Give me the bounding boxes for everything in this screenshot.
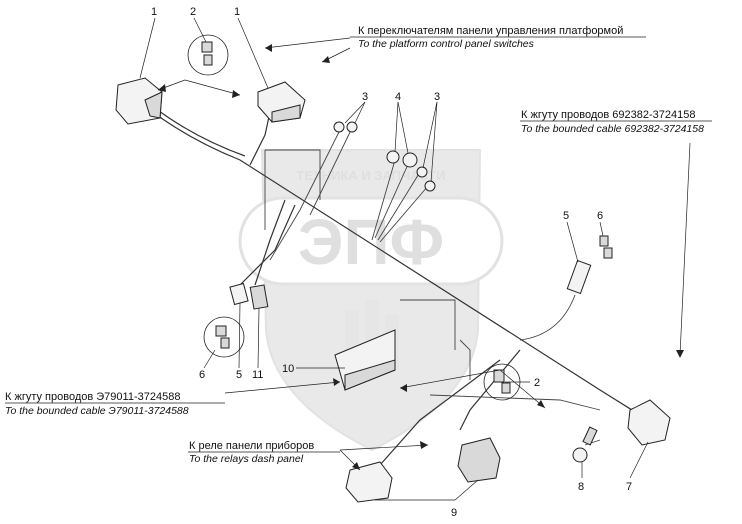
callout-5a: 5: [563, 210, 569, 222]
box-10: [334, 329, 396, 391]
callout-4: 4: [395, 91, 401, 103]
label-platform-en: To the platform control panel switches: [358, 38, 535, 50]
callout-3a: 3: [362, 91, 368, 103]
callout-3b: 3: [434, 91, 440, 103]
label-cable2-en: To the bounded cable Э79011-3724588: [5, 405, 189, 417]
direction-arrows: [157, 37, 691, 471]
label-platform-ru: К переключателям панели управления платф…: [358, 25, 623, 37]
connector-5-left: [229, 282, 249, 306]
callout-10: 10: [282, 363, 294, 375]
watermark: ЭПФ ТЕХНИКА И ЗАПЧАСТИ: [238, 149, 504, 452]
relay-connector-9-left: [345, 461, 393, 503]
leader-lines: [139, 17, 649, 501]
callout-2a: 2: [190, 6, 196, 18]
callout-5b: 5: [236, 369, 242, 381]
connector-1-right: [257, 81, 306, 123]
main-harness: [149, 107, 641, 466]
label-relay-ru: К реле панели приборов: [189, 440, 314, 452]
connector-5-right: [566, 259, 592, 295]
terminal-6-left: [203, 316, 245, 358]
connector-7: [627, 399, 671, 446]
label-underlines: [5, 36, 712, 453]
callout-6b: 6: [199, 369, 205, 381]
connector-11: [249, 284, 269, 310]
callout-2b: 2: [534, 377, 540, 389]
label-cable2-ru: К жгуту проводов Э79011-3724588: [5, 391, 180, 403]
callout-11: 11: [252, 369, 263, 381]
connector-1-left: [115, 77, 163, 125]
terminal-2-top: [187, 34, 229, 76]
callout-6a: 6: [597, 210, 603, 222]
ring-terminal-8: [572, 426, 598, 463]
callout-1a: 1: [151, 6, 157, 18]
label-cable1-ru: К жгуту проводов 692382-3724158: [521, 109, 695, 121]
callout-7: 7: [626, 481, 632, 493]
relay-connector-9-right: [457, 437, 501, 483]
callout-1b: 1: [234, 6, 240, 18]
callouts: 1 2 1 3 4 3 5 6 6 5 11 10 2 8 7 9: [151, 6, 632, 519]
watermark-main-text: ЭПФ: [298, 206, 444, 278]
label-cable1-en: To the bounded cable 692382-3724158: [521, 123, 704, 135]
watermark-top-text: ТЕХНИКА И ЗАПЧАСТИ: [296, 168, 445, 183]
callout-9: 9: [451, 507, 457, 519]
ring-terminals-center: [386, 150, 436, 192]
ring-terminals-3-left: [333, 121, 358, 133]
terminal-6-right: [599, 235, 613, 259]
callout-8: 8: [578, 481, 584, 493]
label-relay-en: To the relays dash panel: [189, 453, 304, 465]
